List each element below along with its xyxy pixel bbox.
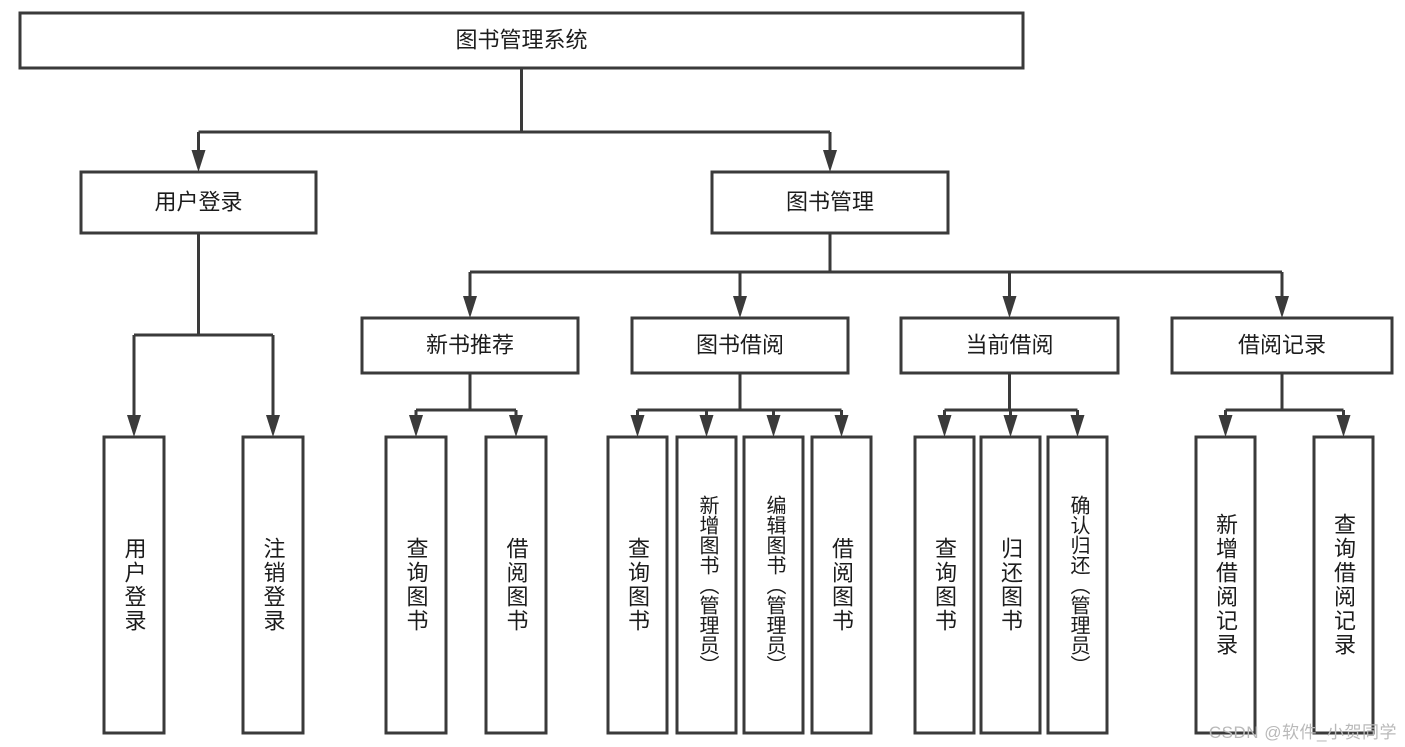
node-box-root[interactable] — [18, 11, 1025, 70]
node-box-leaf-add-book[interactable] — [675, 435, 738, 735]
arrow-head-icon — [1002, 296, 1017, 318]
arrow-head-icon — [766, 415, 781, 437]
arrow-head-icon — [509, 415, 523, 437]
connector-layer — [127, 68, 1351, 437]
watermark: CSDN @软件_小贺同学 — [1208, 723, 1397, 742]
arrow-head-icon — [1218, 415, 1233, 437]
node-label-root: 图书管理系统 — [455, 27, 587, 52]
arrow-head-icon — [733, 296, 747, 318]
arrow-head-icon — [127, 415, 141, 437]
node-label-book-borrow: 图书借阅 — [696, 332, 784, 357]
node-box-leaf-query-book-rec[interactable] — [384, 435, 448, 735]
arrow-head-icon — [266, 415, 280, 437]
node-label-user-login: 用户登录 — [154, 189, 242, 214]
arrow-head-icon — [699, 415, 714, 437]
node-box-borrow-record[interactable] — [1170, 316, 1394, 375]
node-label-current-borrow: 当前借阅 — [965, 332, 1053, 357]
node-box-leaf-edit-book[interactable] — [742, 435, 805, 735]
arrow-head-icon — [191, 150, 206, 172]
arrow-head-icon — [1336, 415, 1351, 437]
arrow-head-icon — [463, 296, 477, 318]
arrow-head-icon — [1070, 415, 1085, 437]
node-box-leaf-logout[interactable] — [241, 435, 305, 735]
node-box-leaf-confirm-return[interactable] — [1046, 435, 1109, 735]
arrow-head-icon — [1003, 415, 1018, 437]
node-box-leaf-add-record[interactable] — [1194, 435, 1257, 735]
node-box-new-book-recommend[interactable] — [360, 316, 580, 375]
node-box-book-manage[interactable] — [710, 170, 950, 235]
node-box-current-borrow[interactable] — [899, 316, 1120, 375]
node-box-user-login[interactable] — [79, 170, 318, 235]
arrow-head-icon — [834, 415, 849, 437]
node-box-book-borrow[interactable] — [630, 316, 850, 375]
node-box-leaf-query-record[interactable] — [1312, 435, 1375, 735]
arrow-head-icon — [1275, 296, 1289, 318]
node-box-leaf-user-login[interactable] — [102, 435, 166, 735]
node-box-leaf-query-book-borrow[interactable] — [606, 435, 669, 735]
node-label-borrow-record: 借阅记录 — [1238, 332, 1326, 357]
node-label-new-book-recommend: 新书推荐 — [426, 332, 514, 357]
node-box-leaf-query-book-cur[interactable] — [913, 435, 976, 735]
arrow-head-icon — [823, 150, 837, 172]
node-box-leaf-borrow-book-rec[interactable] — [484, 435, 548, 735]
node-box-leaf-borrow-book[interactable] — [810, 435, 873, 735]
node-label-book-manage: 图书管理 — [786, 189, 874, 214]
arrow-head-icon — [937, 415, 952, 437]
arrow-head-icon — [409, 415, 423, 437]
arrow-head-icon — [630, 415, 645, 437]
node-box-leaf-return-book[interactable] — [979, 435, 1042, 735]
